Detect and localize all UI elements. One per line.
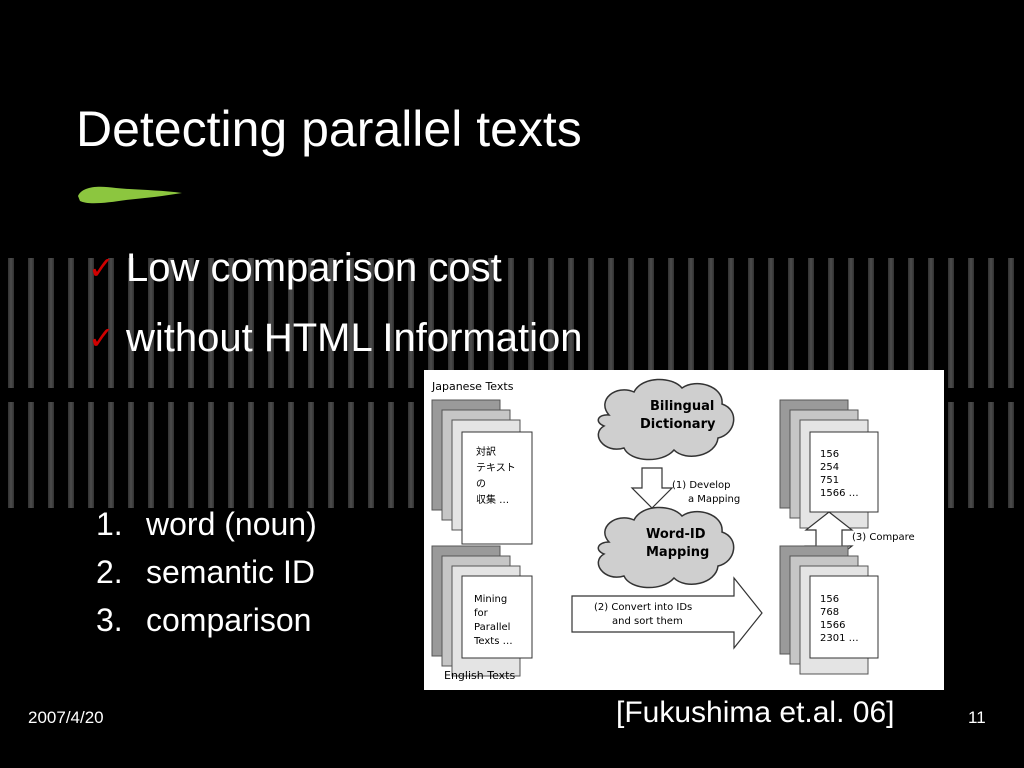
id-value: 1566 xyxy=(820,620,845,631)
id-value: 751 xyxy=(820,475,839,486)
jp-doc-line: 対訳 xyxy=(476,445,496,458)
step3-label: (3) Compare xyxy=(852,532,915,543)
brush-stroke-decoration xyxy=(78,186,182,204)
citation: [Fukushima et.al. 06] xyxy=(616,696,895,729)
id-value: 2301 … xyxy=(820,633,859,644)
id-doc-stack-bottom xyxy=(779,545,879,675)
id-doc-stack-top xyxy=(779,399,879,529)
footer-date: 2007/4/20 xyxy=(28,708,104,727)
japanese-doc-stack xyxy=(431,399,533,545)
bullet-label: Low comparison cost xyxy=(126,245,502,290)
english-doc-stack xyxy=(431,545,533,677)
jp-doc-line: 収集 … xyxy=(476,493,509,506)
mapping-cloud xyxy=(597,506,735,589)
id-value: 156 xyxy=(820,449,839,460)
diagram-figure: Japanese Texts 対訳 テキスト の 収集 … Mining for… xyxy=(424,370,944,690)
numbered-item: 3. comparison xyxy=(96,596,317,644)
dictionary-label: Dictionary xyxy=(640,417,716,432)
en-doc-line: Texts … xyxy=(473,636,513,647)
item-number: 2. xyxy=(96,554,123,590)
bullet-list: ✓ Low comparison cost ✓ without HTML Inf… xyxy=(88,233,582,373)
mapping-label: Word-ID xyxy=(646,527,706,542)
bullet-item: ✓ without HTML Information xyxy=(88,303,582,373)
item-label: comparison xyxy=(146,602,312,638)
dictionary-cloud xyxy=(597,378,735,461)
checkmark-icon: ✓ xyxy=(88,250,115,286)
numbered-item: 1. word (noun) xyxy=(96,500,317,548)
step1-label: (1) Develop xyxy=(672,480,731,491)
develop-arrow-icon xyxy=(630,467,674,509)
step2-label: (2) Convert into IDs xyxy=(594,602,692,613)
checkmark-icon: ✓ xyxy=(88,320,115,356)
bullet-label: without HTML Information xyxy=(126,315,583,360)
en-doc-line: Parallel xyxy=(474,622,510,633)
id-value: 254 xyxy=(820,462,839,473)
convert-arrow-icon xyxy=(571,576,763,650)
numbered-item: 2. semantic ID xyxy=(96,548,317,596)
bullet-item: ✓ Low comparison cost xyxy=(88,233,582,303)
id-value: 1566 … xyxy=(820,488,859,499)
en-doc-line: for xyxy=(474,608,489,619)
jp-doc-line: テキスト xyxy=(476,463,516,474)
slide-title: Detecting parallel texts xyxy=(76,101,582,157)
dictionary-label: Bilingual xyxy=(650,399,714,414)
english-texts-label: English Texts xyxy=(444,669,515,682)
mapping-label: Mapping xyxy=(646,545,709,560)
numbered-list: 1. word (noun) 2. semantic ID 3. compari… xyxy=(96,500,317,644)
japanese-texts-label: Japanese Texts xyxy=(431,380,514,393)
item-number: 3. xyxy=(96,602,123,638)
id-value: 768 xyxy=(820,607,839,618)
page-number: 11 xyxy=(968,708,986,727)
item-label: word (noun) xyxy=(146,506,317,542)
step1-label: a Mapping xyxy=(688,494,740,505)
step2-label: and sort them xyxy=(612,616,683,627)
jp-doc-line: の xyxy=(476,479,486,490)
item-number: 1. xyxy=(96,506,123,542)
id-value: 156 xyxy=(820,594,839,605)
item-label: semantic ID xyxy=(146,554,315,590)
en-doc-line: Mining xyxy=(474,594,507,605)
